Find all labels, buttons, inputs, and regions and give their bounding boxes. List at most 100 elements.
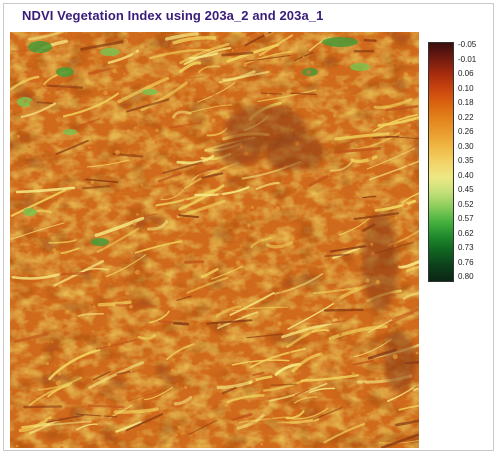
colorbar-tick-label: 0.73 (458, 243, 474, 252)
speckle (301, 260, 305, 264)
speckle (169, 43, 175, 48)
valley-stroke (270, 383, 297, 386)
colorbar-tick-label: 0.26 (458, 127, 474, 136)
ridge-stroke (217, 311, 259, 330)
speckle (170, 278, 176, 283)
valley-stroke (308, 175, 329, 187)
speckle (184, 178, 187, 180)
valley-stroke (173, 321, 189, 326)
speckle (343, 371, 347, 376)
speckle (140, 189, 143, 192)
speckle (95, 154, 99, 157)
valley-stroke (23, 405, 63, 409)
speckle (251, 378, 257, 383)
green-patch (23, 208, 37, 216)
speckle (131, 143, 134, 146)
speckle (318, 58, 322, 62)
speckle (134, 126, 137, 129)
ridge-stroke (312, 287, 358, 295)
valley-stroke (388, 312, 415, 325)
speckle (47, 159, 49, 161)
speckle (209, 379, 213, 382)
ridge-stroke (311, 328, 329, 333)
speckle (334, 153, 339, 157)
ridge-stroke (218, 70, 270, 84)
speckle (241, 302, 247, 308)
ridge-stroke (15, 186, 76, 194)
speckle (130, 254, 133, 257)
ridge-stroke (274, 362, 302, 376)
valley-stroke (96, 339, 137, 350)
valley-stroke (176, 295, 192, 302)
ridge-stroke (258, 34, 294, 57)
ridge-stroke (96, 227, 140, 253)
speckle (154, 140, 158, 144)
speckle (27, 145, 31, 149)
speckle (179, 331, 183, 334)
dark-patch (384, 332, 416, 392)
ridge-stroke (229, 292, 275, 316)
colorbar-tick-label: 0.62 (458, 228, 474, 238)
speckle (308, 172, 313, 177)
speckle (330, 319, 333, 323)
speckle (252, 421, 256, 425)
speckle (367, 118, 371, 122)
speckle (355, 143, 358, 147)
ridge-stroke (386, 385, 416, 402)
valley-stroke (87, 67, 111, 76)
ridge-stroke (401, 192, 419, 204)
speckle (190, 85, 195, 90)
speckle (234, 204, 240, 210)
ridge-stroke (292, 407, 329, 420)
speckle (103, 90, 108, 96)
speckle (397, 187, 401, 191)
ridge-stroke (183, 47, 232, 66)
colorbar-tick-label: 0.45 (458, 185, 474, 194)
ridge-stroke (149, 48, 211, 60)
speckle (325, 120, 328, 124)
speckle (330, 74, 334, 78)
speckle (211, 118, 216, 123)
ridge-stroke (285, 410, 305, 420)
colorbar (428, 42, 454, 282)
speckle (59, 445, 64, 448)
speckle (126, 129, 131, 134)
speckle (288, 434, 293, 439)
speckle (188, 354, 193, 359)
speckle (243, 168, 248, 172)
speckle (243, 151, 249, 156)
speckle (217, 323, 222, 328)
ridge-stroke (144, 386, 174, 401)
speckle (66, 105, 69, 108)
ridge-stroke (197, 82, 236, 103)
speckle (310, 61, 315, 65)
valley-stroke (157, 172, 182, 183)
speckle (224, 403, 229, 408)
speckle (333, 114, 337, 118)
ridge-stroke (48, 239, 77, 244)
speckle (175, 382, 180, 388)
speckle (273, 277, 276, 280)
speckle (51, 235, 56, 241)
speckle (381, 117, 385, 120)
valley-stroke (323, 253, 350, 258)
speckle (109, 258, 113, 262)
valley-stroke (260, 92, 283, 95)
ridge-stroke (140, 81, 188, 112)
ridge-stroke (27, 32, 65, 41)
speckle (43, 252, 48, 256)
valley-stroke (187, 75, 204, 79)
speckle (29, 101, 35, 107)
speckle (92, 305, 96, 308)
speckle (212, 93, 218, 99)
green-patch (142, 89, 158, 95)
ridge-stroke (179, 61, 202, 73)
speckle (180, 104, 184, 108)
speckle (257, 238, 262, 243)
speckle (199, 106, 202, 109)
speckle (98, 386, 104, 392)
speckle (403, 203, 409, 209)
valley-stroke (80, 39, 127, 51)
speckle (286, 89, 292, 95)
valley-stroke (36, 101, 53, 105)
